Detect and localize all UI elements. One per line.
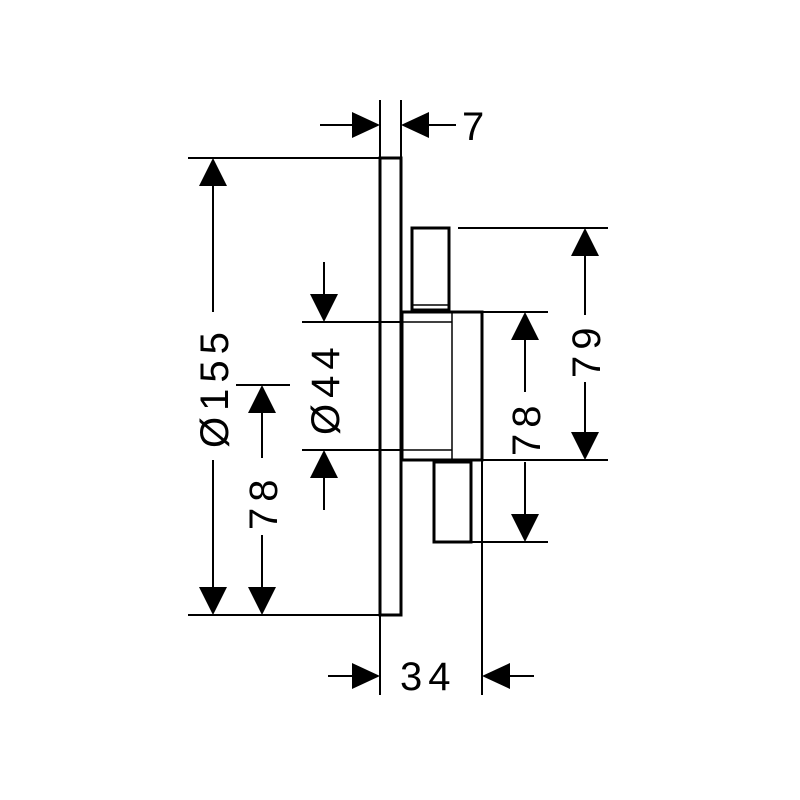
arrow-left	[401, 112, 429, 138]
dimension-body-height-right: 79	[458, 227, 609, 461]
label-diameter-handle: Ø44	[304, 341, 348, 435]
arrow-down	[248, 587, 276, 615]
label-diameter-plate: Ø155	[193, 326, 237, 448]
arrow-up	[511, 312, 539, 340]
upper-stem	[410, 226, 451, 312]
handle-body	[400, 310, 484, 462]
dimension-thickness-top: 7	[320, 100, 490, 158]
lower-stem	[432, 460, 473, 544]
dimension-center-height-left: 78	[236, 384, 290, 615]
arrow-up	[571, 228, 599, 256]
dimension-center-height-right: 78	[471, 311, 549, 543]
arrow-up	[248, 385, 276, 413]
dimension-depth-bottom: 34	[328, 460, 534, 699]
cover-plate	[378, 156, 403, 617]
arrow-right	[352, 663, 380, 689]
arrow-right	[352, 112, 380, 138]
label-body-height-right: 79	[565, 322, 609, 379]
arrow-up	[199, 158, 227, 186]
arrow-down	[310, 294, 338, 322]
arrow-up	[310, 450, 338, 478]
arrow-left	[482, 663, 510, 689]
dimension-diameter-handle: Ø44	[302, 262, 402, 510]
label-center-height-right: 78	[505, 400, 549, 457]
arrow-down	[571, 432, 599, 460]
label-center-height-left: 78	[242, 474, 286, 531]
label-depth-bottom: 34	[400, 655, 457, 699]
arrow-down	[511, 514, 539, 542]
dimension-diameter-plate: Ø155	[188, 157, 380, 616]
arrow-down	[199, 587, 227, 615]
label-thickness-top: 7	[462, 105, 490, 149]
part-outline	[378, 156, 484, 617]
